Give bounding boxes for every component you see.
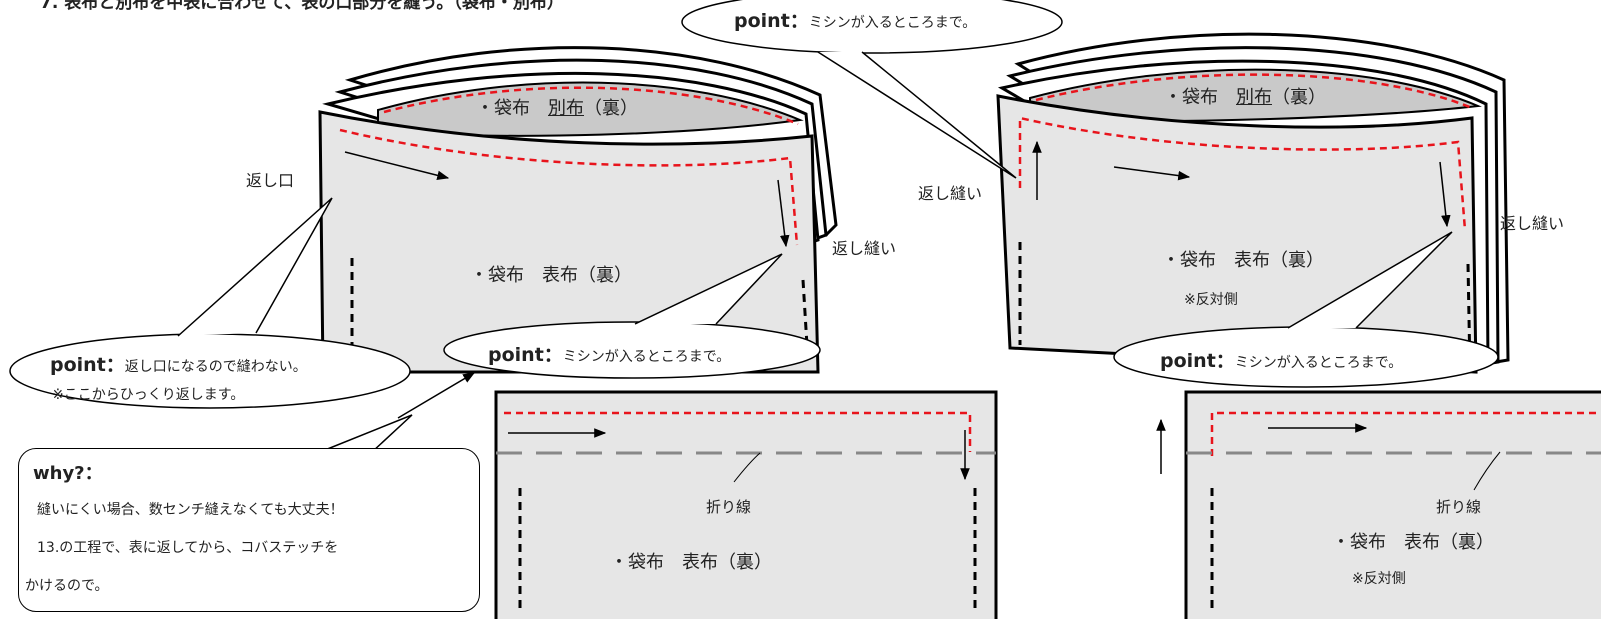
left-lining-suffix: （裏） xyxy=(584,98,638,119)
right-lining-label: ・袋布 別布（裏） xyxy=(1164,83,1326,109)
opening-label: 返し口 xyxy=(246,171,295,190)
opening-callout-keyword: point： xyxy=(50,354,125,376)
why-callout: why?： 縫いにくい場合、数センチ縫えなくても大丈夫！ 13.の工程で、表に返… xyxy=(18,448,480,612)
right-lining-suffix: （裏） xyxy=(1272,87,1326,108)
right-bottom-panel xyxy=(1156,390,1601,619)
left-backstitch-label: 返し縫い xyxy=(832,239,897,258)
left-panel-outer-label: ・袋布 表布（裏） xyxy=(610,552,772,573)
left-lining-label: ・袋布 別布（裏） xyxy=(476,94,638,120)
left-point-text: ミシンが入るところまで。 xyxy=(562,349,731,365)
right-point-keyword: point： xyxy=(1160,350,1235,372)
opening-callout-text: 返し口になるので縫わない。 xyxy=(124,359,307,375)
left-lining-prefix: ・袋布 xyxy=(476,98,548,119)
top-point-keyword: point： xyxy=(734,10,809,32)
why-line2: 13.の工程で、表に返してから、コバステッチを xyxy=(37,540,339,556)
left-fold-line-label: 折り線 xyxy=(706,498,752,516)
why-heading: why?： xyxy=(33,463,103,484)
top-point-callout: point：ミシンが入るところまで。 xyxy=(734,6,976,33)
right-lining-prefix: ・袋布 xyxy=(1164,87,1236,108)
left-outer-label: ・袋布 表布（裏） xyxy=(470,265,632,286)
top-point-text: ミシンが入るところまで。 xyxy=(808,15,977,31)
right-backstitch-left-label: 返し縫い xyxy=(918,184,983,203)
why-line3: かけるので。 xyxy=(25,578,109,594)
left-callout-shapes xyxy=(9,197,821,453)
right-panel-opposite-note: ※反対側 xyxy=(1352,571,1406,587)
right-lining-underlined: 別布 xyxy=(1236,87,1272,108)
opening-callout-line2: ※ここからひっくり返します。 xyxy=(52,387,245,403)
right-point-text: ミシンが入るところまで。 xyxy=(1234,355,1403,371)
why-line1: 縫いにくい場合、数センチ縫えなくても大丈夫！ xyxy=(37,502,344,518)
opening-callout-line1: point：返し口になるので縫わない。 xyxy=(50,350,307,377)
left-point-callout: point：ミシンが入るところまで。 xyxy=(488,340,730,367)
right-point-callout: point：ミシンが入るところまで。 xyxy=(1160,346,1402,373)
left-bottom-panel xyxy=(494,390,998,619)
right-fold-line-label: 折り線 xyxy=(1436,498,1482,516)
right-panel-outer-label: ・袋布 表布（裏） xyxy=(1332,532,1494,553)
right-callout-shapes xyxy=(681,0,1499,388)
left-point-keyword: point： xyxy=(488,344,563,366)
step-heading: 7. 表布と別布を中表に合わせて、表の口部分を縫う。（袋布・別布） xyxy=(40,0,564,13)
right-outer-label: ・袋布 表布（裏） xyxy=(1162,250,1324,271)
left-lining-underlined: 別布 xyxy=(548,98,584,119)
right-opposite-side-note: ※反対側 xyxy=(1184,292,1238,308)
right-backstitch-right-label: 返し縫い xyxy=(1500,214,1565,233)
